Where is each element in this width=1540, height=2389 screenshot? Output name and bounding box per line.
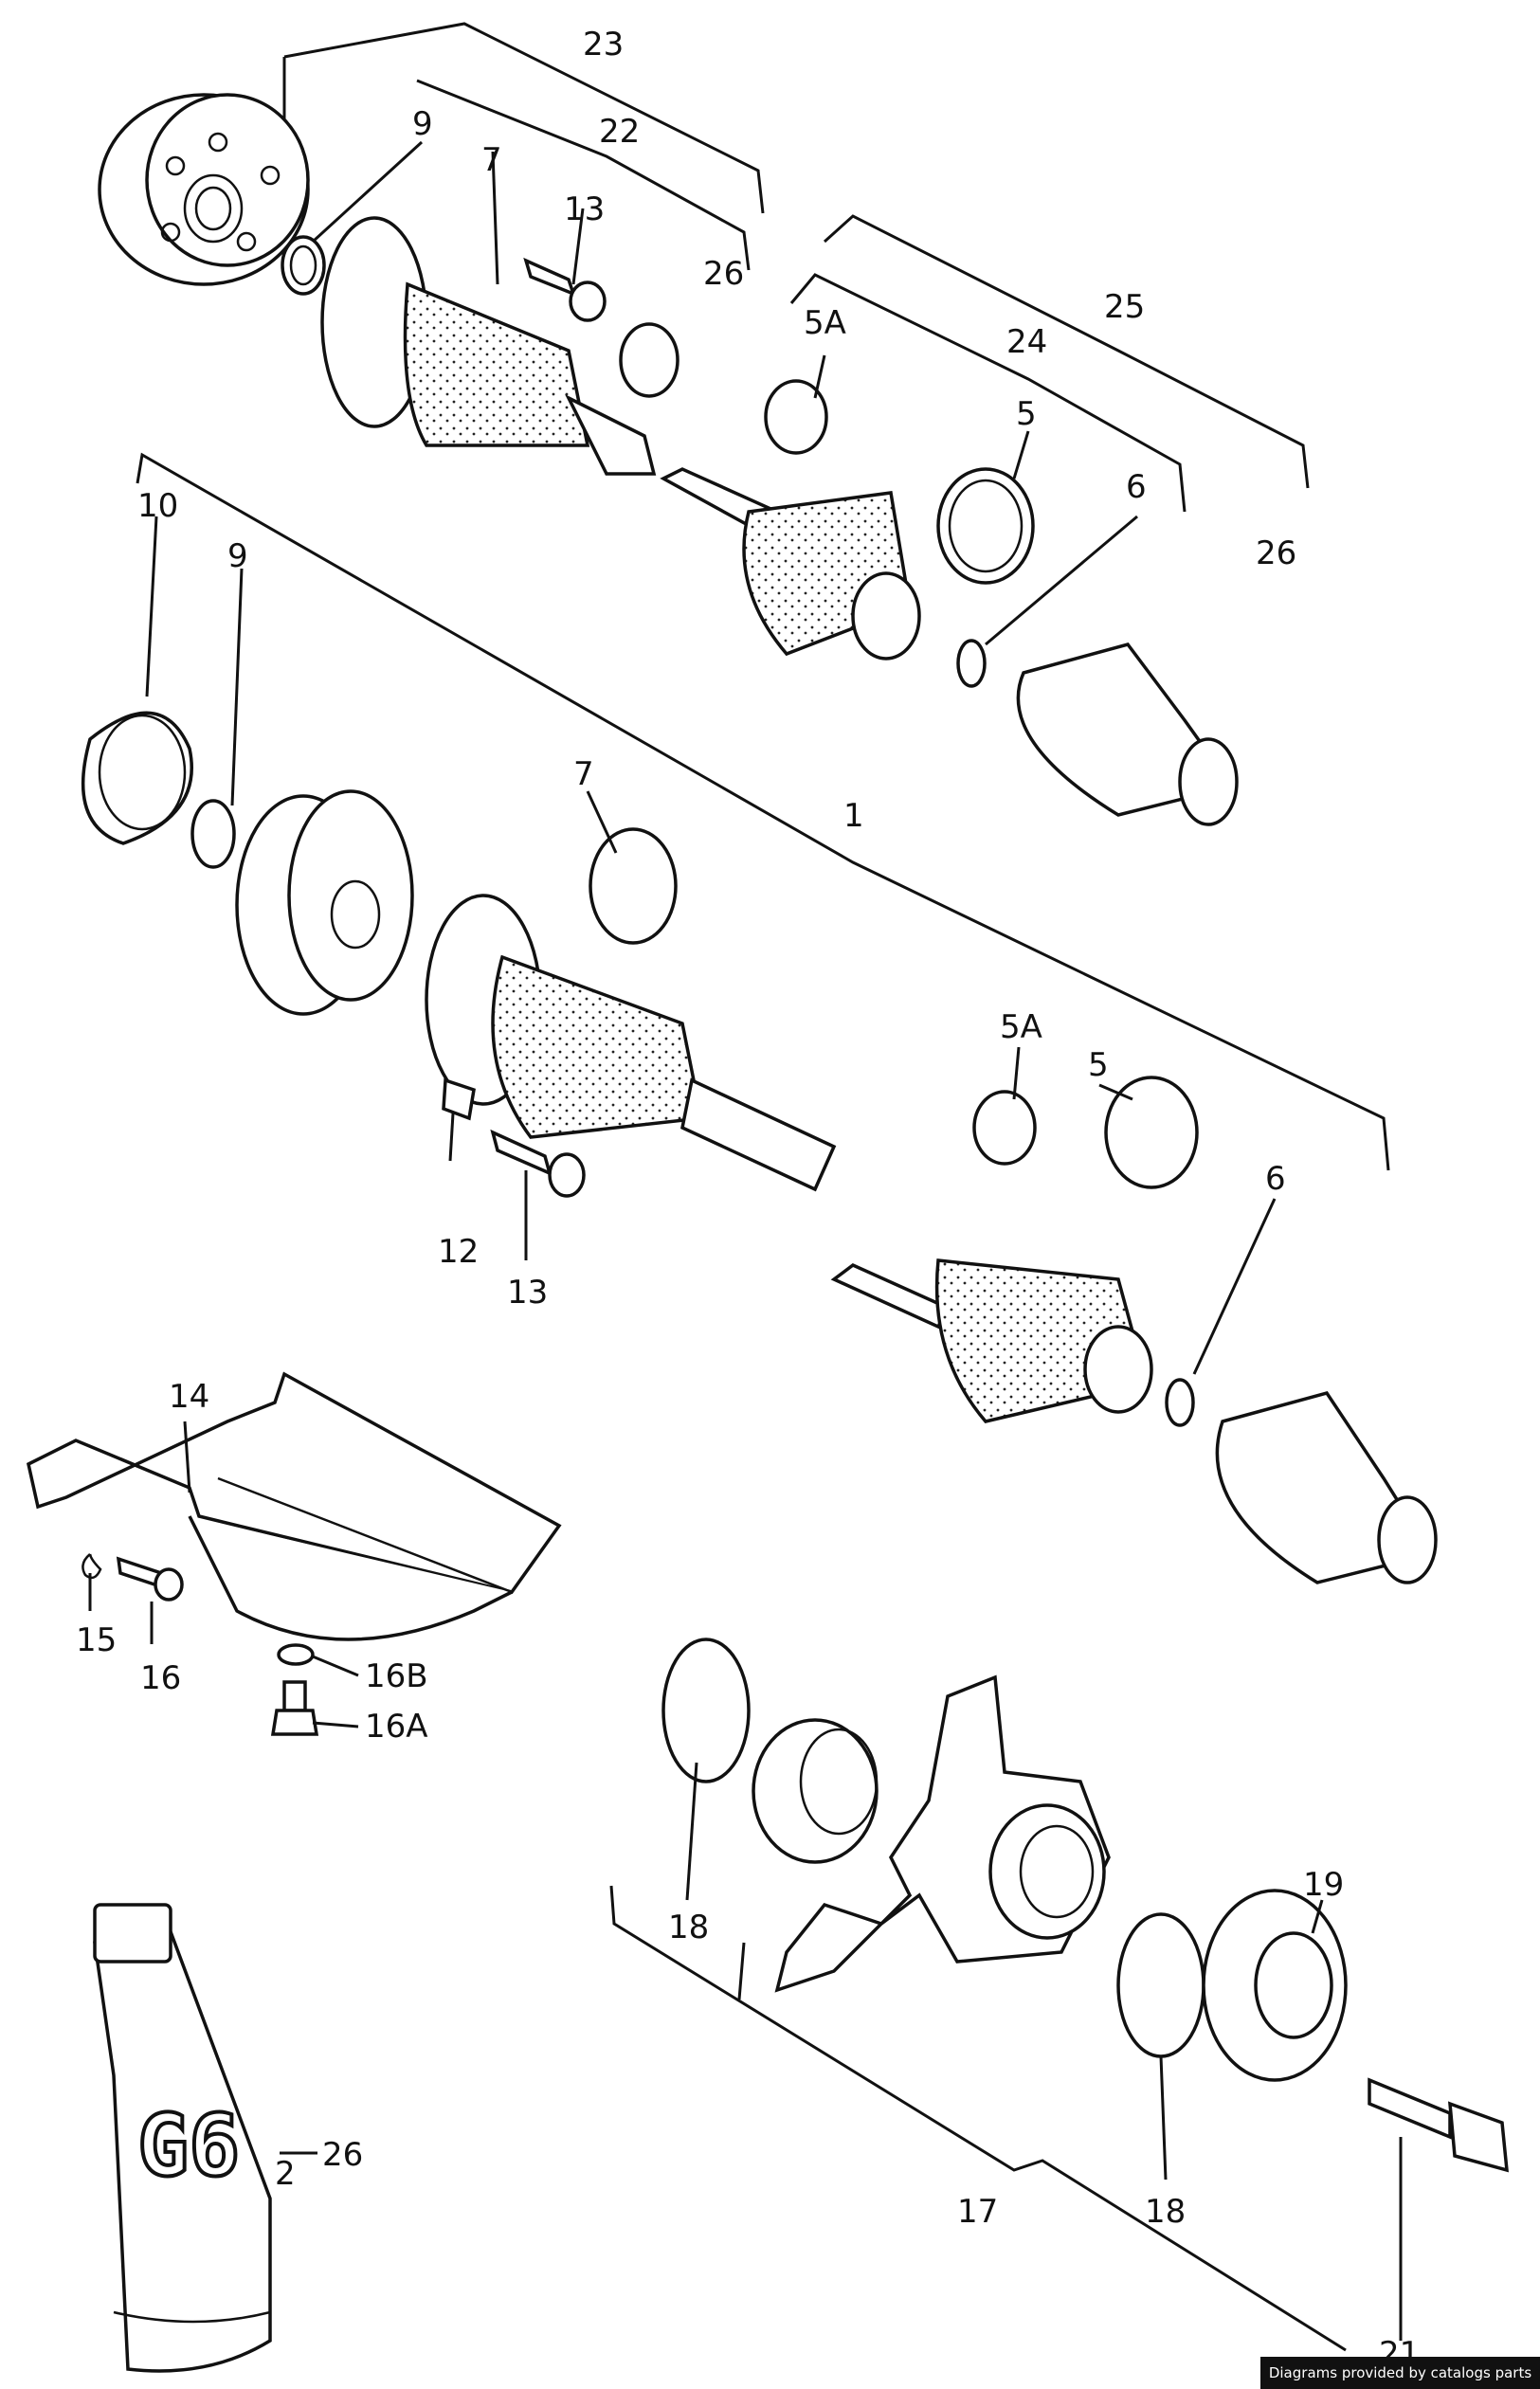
snap-ring-18-left[interactable] bbox=[661, 1638, 751, 1783]
inner-boot-middle[interactable] bbox=[425, 894, 837, 1192]
label-5: 5 bbox=[1088, 1046, 1109, 1084]
part-labels: 23 22 7 9 13 26 25 24 5A 5 6 26 10 9 7 1… bbox=[76, 26, 1420, 2373]
lock-plate-12[interactable] bbox=[442, 1077, 476, 1121]
axle-shaft-upper[interactable] bbox=[660, 467, 921, 661]
steering-knuckle[interactable] bbox=[774, 1674, 1111, 1993]
bolt-16A[interactable] bbox=[270, 1680, 319, 1736]
outer-boot-24[interactable] bbox=[1016, 642, 1239, 826]
label-15: 15 bbox=[76, 1621, 117, 1659]
clip-15[interactable] bbox=[82, 1553, 102, 1580]
cv-joint-outer-upper[interactable] bbox=[98, 93, 310, 286]
hub-bolt-21[interactable] bbox=[1368, 2077, 1509, 2173]
diagram-credit: Diagrams provided by catalogs parts bbox=[1260, 2357, 1540, 2389]
circlip-6-middle[interactable] bbox=[1165, 1378, 1195, 1427]
clamp-5A-middle[interactable] bbox=[972, 1090, 1037, 1166]
clamp-5-upper[interactable] bbox=[936, 467, 1035, 585]
axle-shaft-middle[interactable] bbox=[830, 1258, 1153, 1423]
label-22: 22 bbox=[599, 113, 640, 151]
label-19: 19 bbox=[1303, 1866, 1344, 1904]
tube-marking-sub: 2 bbox=[275, 2155, 296, 2193]
label-14: 14 bbox=[169, 1378, 209, 1416]
circlip-9-middle[interactable] bbox=[190, 799, 236, 869]
wheel-bearing[interactable] bbox=[752, 1718, 879, 1864]
clamp-5-middle[interactable] bbox=[1104, 1076, 1199, 1189]
circlip-9-upper[interactable] bbox=[281, 235, 326, 296]
snap-ring-18-right[interactable] bbox=[1116, 1912, 1205, 2058]
label-13: 13 bbox=[507, 1274, 548, 1312]
bolt-16[interactable] bbox=[116, 1556, 184, 1602]
circlip-6-upper[interactable] bbox=[956, 639, 987, 688]
label-5A: 5A bbox=[1000, 1008, 1042, 1046]
label-6: 6 bbox=[1126, 468, 1147, 506]
bracket-24 bbox=[789, 273, 1187, 513]
bracket-1 bbox=[136, 452, 1390, 1171]
label-17: 17 bbox=[957, 2193, 998, 2231]
label-9: 9 bbox=[412, 105, 433, 143]
label-1: 1 bbox=[843, 797, 864, 835]
bolt-13-middle[interactable] bbox=[490, 1129, 586, 1198]
label-25: 25 bbox=[1104, 288, 1145, 326]
label-13: 13 bbox=[564, 190, 605, 228]
inner-joint-boot-upper[interactable] bbox=[320, 216, 657, 476]
label-9: 9 bbox=[227, 537, 248, 575]
bracket-17 bbox=[609, 1885, 1347, 2352]
clamp-7-middle[interactable] bbox=[589, 827, 678, 945]
clamp-5A-upper[interactable] bbox=[764, 379, 828, 455]
label-23: 23 bbox=[583, 26, 624, 63]
gasket-10[interactable] bbox=[82, 711, 193, 845]
label-16: 16 bbox=[140, 1659, 181, 1697]
label-26: 26 bbox=[1256, 534, 1296, 572]
bolt-13-upper[interactable] bbox=[523, 257, 607, 322]
bracket-22 bbox=[416, 79, 751, 271]
label-5: 5 bbox=[1016, 395, 1037, 433]
label-16A: 16A bbox=[365, 1708, 428, 1746]
grease-tube-26[interactable] bbox=[93, 1903, 272, 2373]
label-6: 6 bbox=[1265, 1160, 1286, 1198]
label-5A: 5A bbox=[804, 304, 846, 342]
wheel-hub-19[interactable] bbox=[1202, 1889, 1348, 2082]
leader-lines bbox=[88, 140, 1403, 2341]
label-10: 10 bbox=[137, 487, 178, 525]
bracket-25 bbox=[823, 214, 1310, 489]
clamp-upper[interactable] bbox=[619, 322, 679, 398]
label-7: 7 bbox=[481, 141, 502, 179]
bracket-23 bbox=[283, 22, 765, 214]
label-16B: 16B bbox=[365, 1657, 428, 1695]
tube-marking: G6 bbox=[137, 2096, 240, 2196]
cv-joint-inner-middle[interactable] bbox=[235, 789, 414, 1016]
heat-shield-14[interactable] bbox=[26, 1371, 562, 1641]
label-24: 24 bbox=[1006, 323, 1047, 361]
label-26: 26 bbox=[703, 255, 744, 293]
label-18: 18 bbox=[1145, 2193, 1186, 2231]
washer-16B[interactable] bbox=[277, 1643, 315, 1666]
label-12: 12 bbox=[438, 1233, 479, 1271]
label-26: 26 bbox=[322, 2136, 363, 2174]
outer-boot-middle[interactable] bbox=[1215, 1390, 1438, 1584]
label-7: 7 bbox=[573, 755, 594, 793]
label-18: 18 bbox=[668, 1909, 709, 1946]
